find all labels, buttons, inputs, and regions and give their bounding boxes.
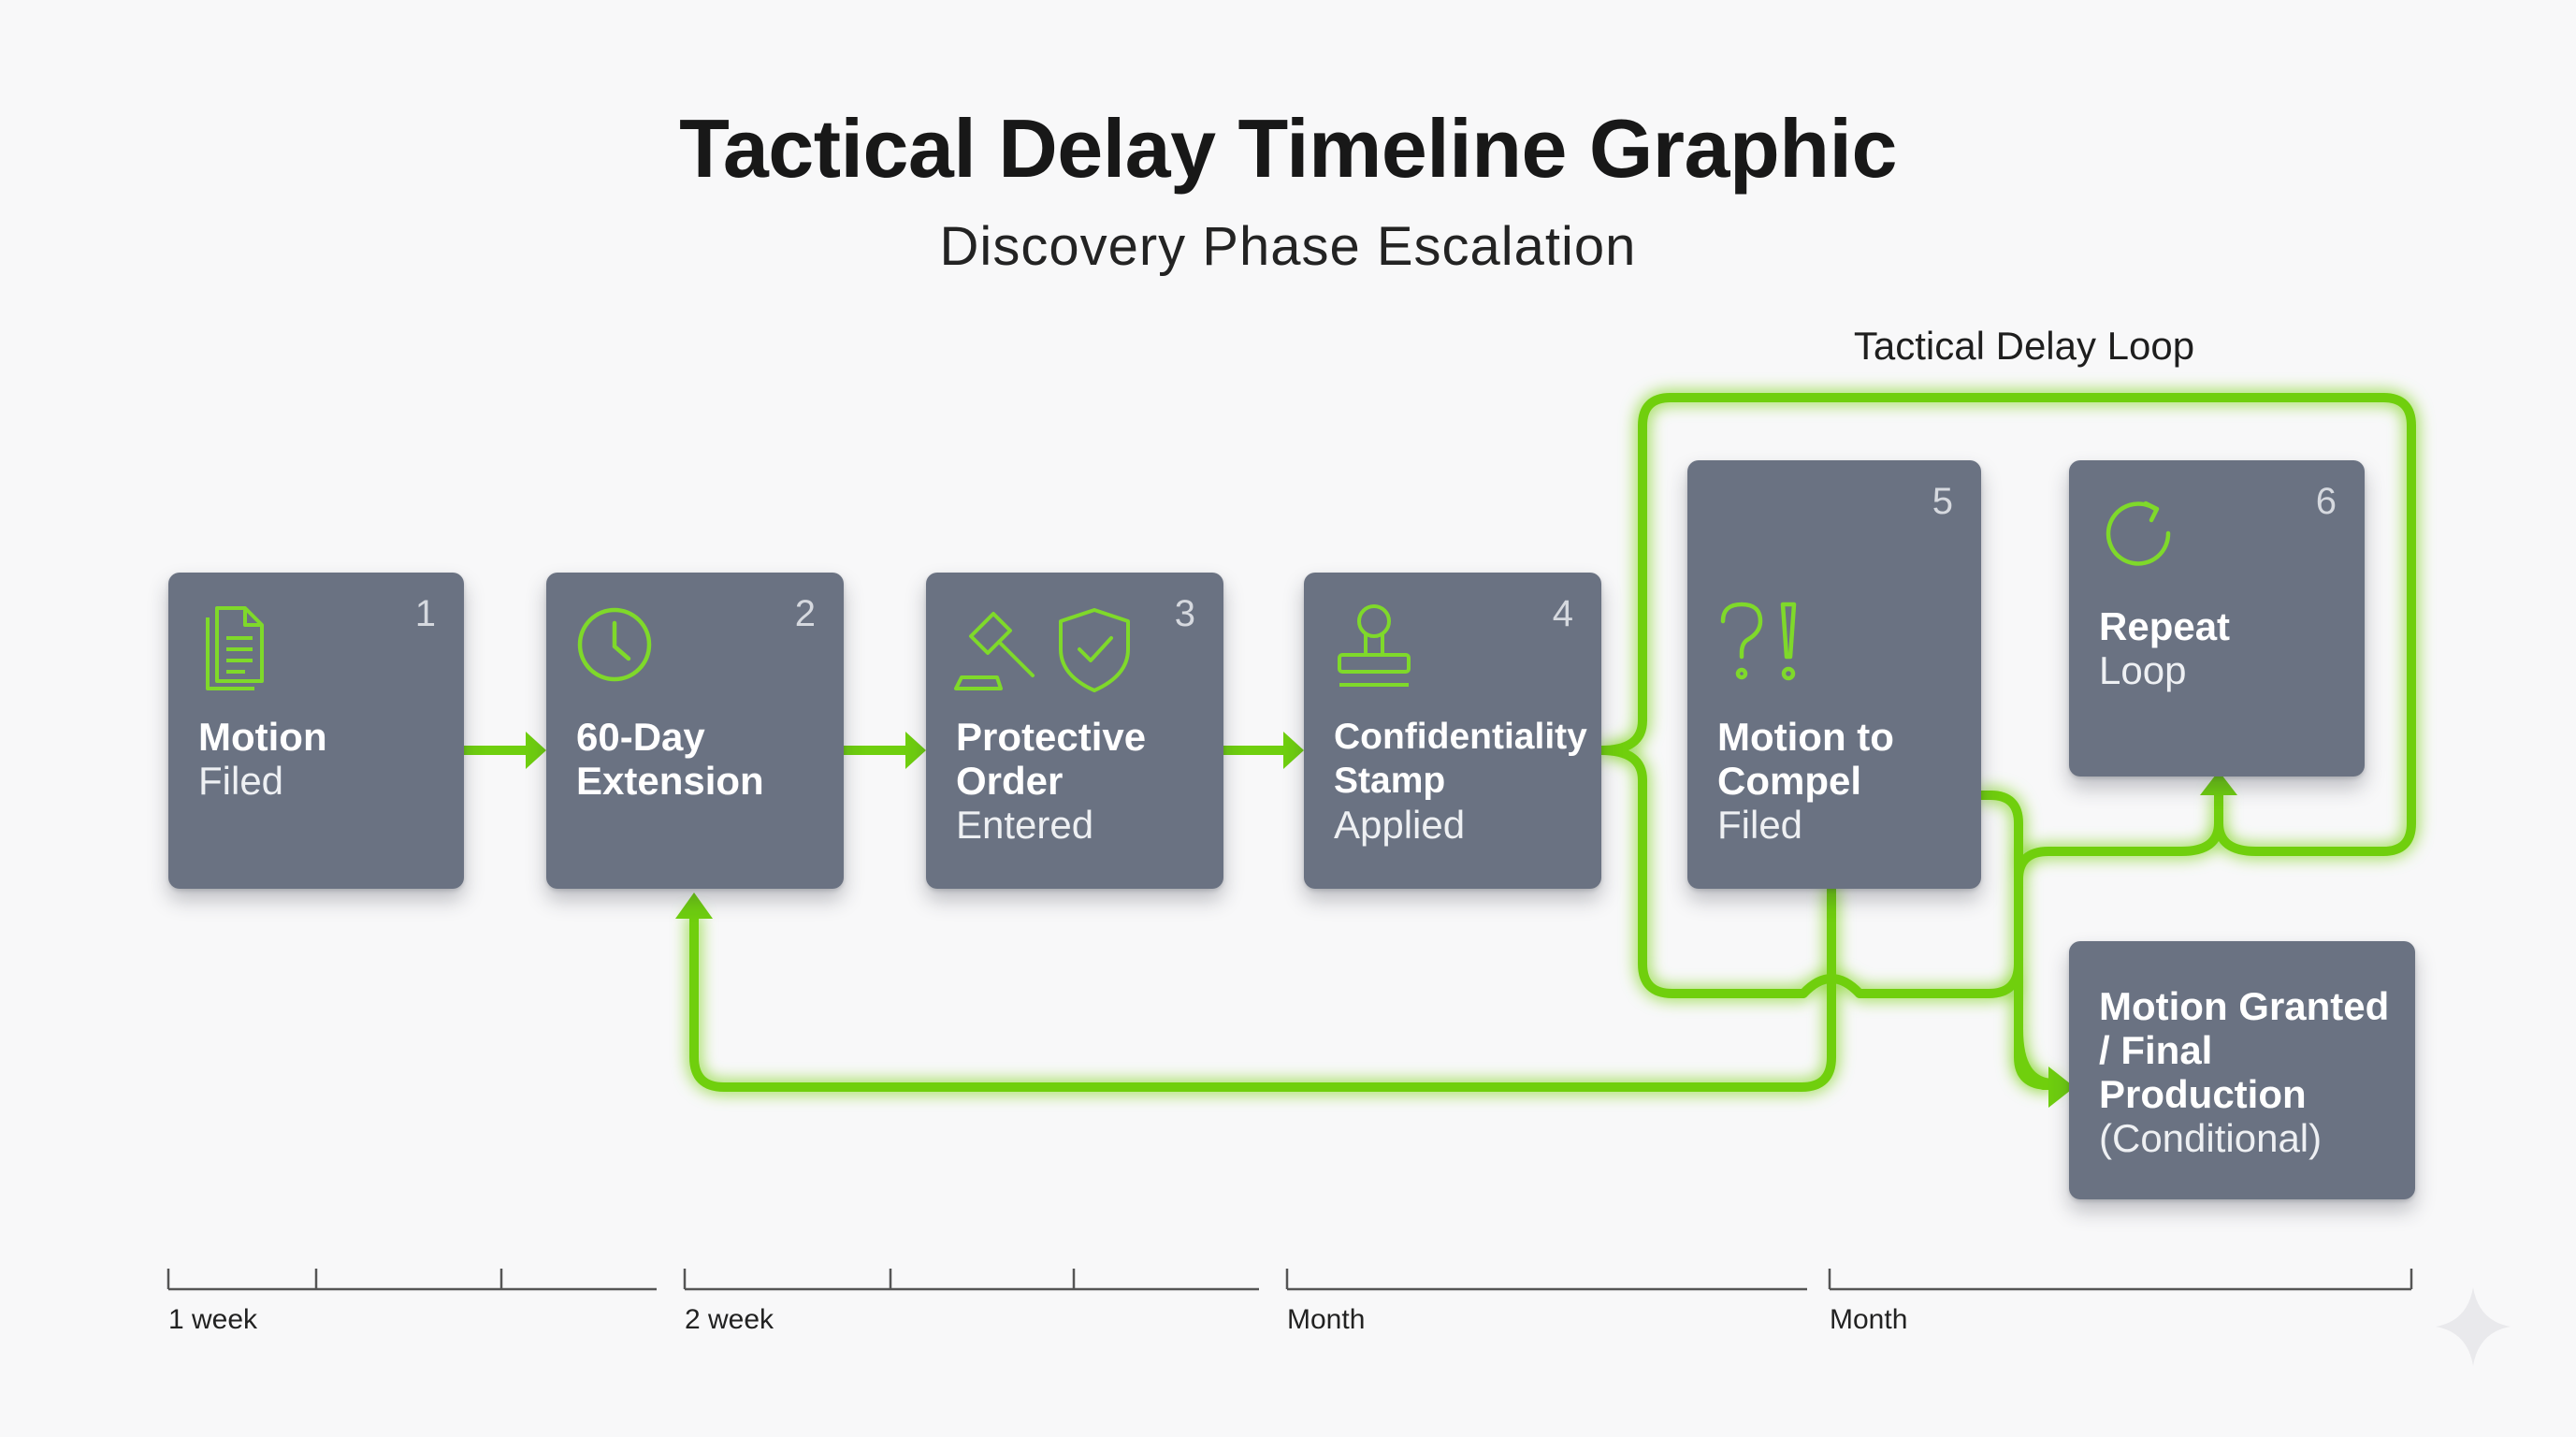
- timeline-label-4: Month: [1830, 1304, 1908, 1335]
- arrow-1-2: [459, 732, 546, 769]
- timeline-label-1: 1 week: [168, 1304, 258, 1335]
- final-title: Motion Granted / Final Production: [2099, 984, 2390, 1116]
- step-number: 4: [1552, 593, 1573, 634]
- step-title: Motion: [198, 715, 327, 759]
- step-status: Loop: [2099, 648, 2187, 692]
- page-subtitle: Discovery Phase Escalation: [939, 216, 1637, 277]
- timeline-label-3: Month: [1287, 1304, 1366, 1335]
- step-title: Protective Order: [956, 715, 1147, 803]
- step-title: 60-Day Extension: [576, 715, 764, 803]
- step-title: Repeat: [2099, 604, 2231, 648]
- refresh-icon: [2097, 490, 2183, 581]
- timeline-label-2: 2 week: [685, 1304, 774, 1335]
- step-status: Filed: [1717, 803, 1803, 847]
- step-status: Applied: [1334, 803, 1466, 847]
- step-card-1: 1 Motion Filed: [168, 573, 464, 889]
- clock-icon: [574, 604, 655, 689]
- page-title: Tactical Delay Timeline Graphic: [679, 102, 1897, 195]
- step-number: 3: [1174, 593, 1195, 634]
- step-status: Entered: [956, 803, 1094, 847]
- loop-label: Tactical Delay Loop: [1853, 324, 2195, 368]
- arrow-3-4: [1219, 732, 1304, 769]
- step-number: 6: [2315, 481, 2337, 522]
- step-card-6: 6 Repeat Loop: [2069, 460, 2365, 777]
- step-card-5: 5 Motion to Compel Filed: [1687, 460, 1981, 889]
- final-status: (Conditional): [2099, 1116, 2323, 1160]
- step-title: Confidentiality Stamp: [1334, 717, 1587, 801]
- step-number: 5: [1932, 481, 1953, 522]
- step-card-4: 4 Confidentiality Stamp Applied: [1304, 573, 1601, 889]
- step-title: Motion to Compel: [1717, 715, 1894, 803]
- gavel-shield-icon: [952, 601, 1139, 699]
- step-number: 2: [794, 593, 816, 634]
- step-number: 1: [414, 593, 436, 634]
- step-status: Filed: [198, 759, 284, 803]
- step-card-2: 2 60-Day Extension: [546, 573, 844, 889]
- tactical-delay-loop: [689, 393, 2416, 1092]
- question-exclamation-icon: [1715, 599, 1809, 689]
- document-icon: [196, 601, 277, 699]
- arrow-2-3: [839, 732, 926, 769]
- step-card-3: 3 Protective Order Entered: [926, 573, 1223, 889]
- final-outcome-card: Motion Granted / Final Production (Condi…: [2069, 941, 2415, 1199]
- stamp-icon: [1332, 601, 1416, 699]
